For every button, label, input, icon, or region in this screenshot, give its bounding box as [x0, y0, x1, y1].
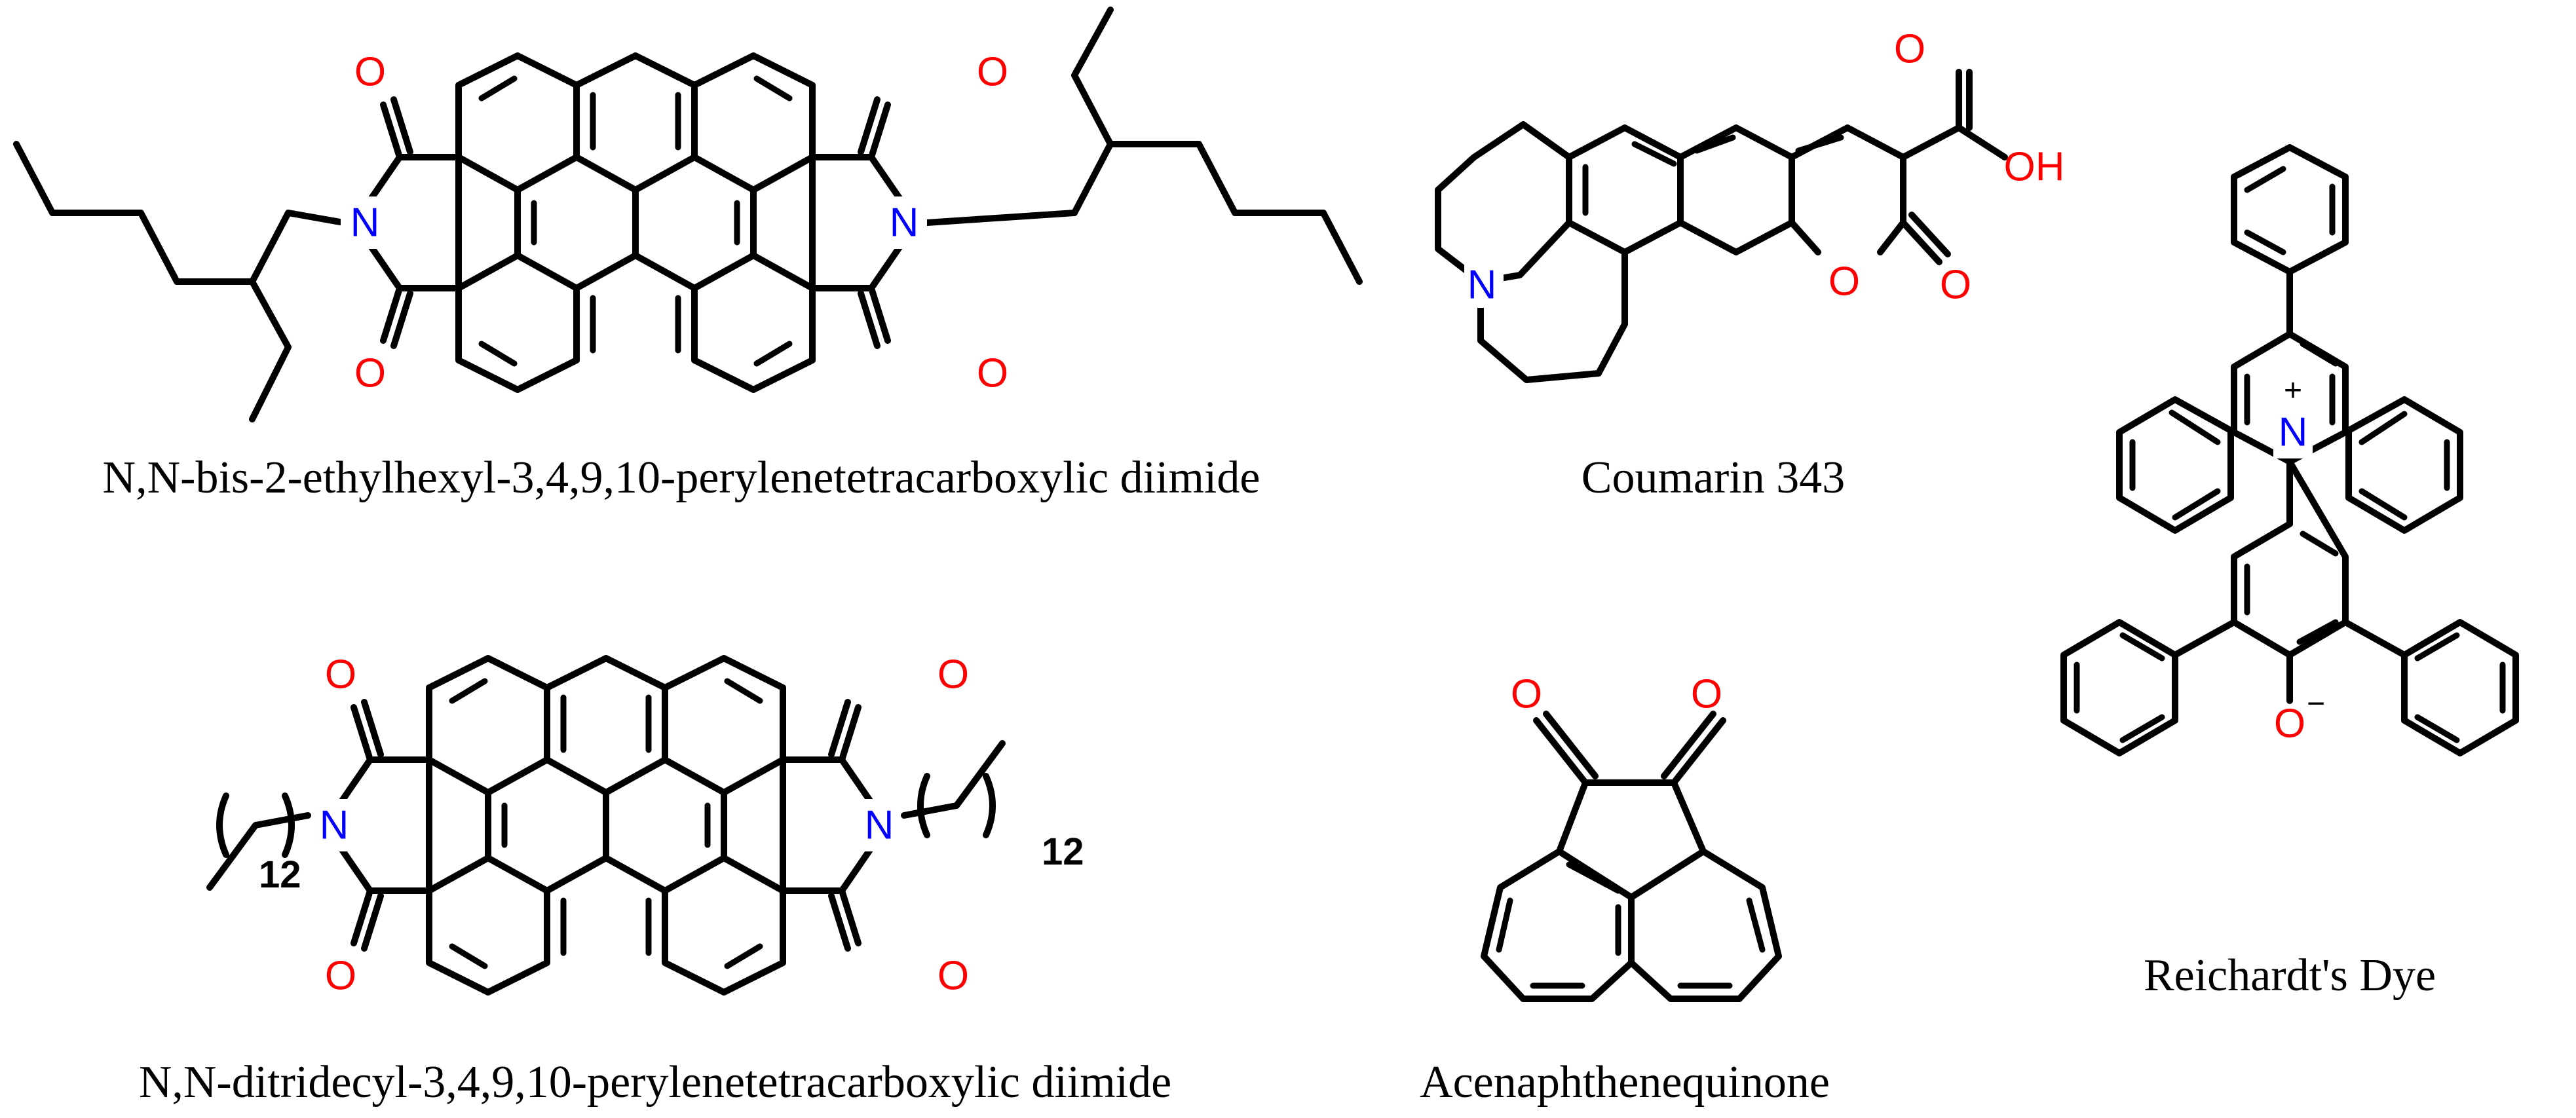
molecule-pdi-ethylhexyl: N N O O O O	[13, 7, 1363, 422]
caption-acenaphthenequinone: Acenaphthenequinone	[1420, 1057, 1830, 1108]
caption-pdi-ethylhexyl: N,N-bis-2-ethylhexyl-3,4,9,10-perylenete…	[103, 453, 1260, 503]
oxygen-atom-label: O	[1511, 672, 1542, 717]
oxygen-atom-label: O	[325, 954, 356, 999]
oxygen-atom-label: O	[938, 954, 969, 999]
oxygen-atom-label: O	[325, 652, 356, 698]
oxygen-atom-label: O	[938, 652, 969, 698]
oxygen-atom-label: O	[2274, 701, 2305, 747]
repeat-count-label: 12	[259, 853, 301, 896]
nitrogen-atom-label: N	[2279, 410, 2308, 455]
oxygen-atom-label: O	[1894, 27, 1925, 72]
nitrogen-atom-label: N	[350, 200, 380, 246]
repeat-count-label: 12	[1042, 830, 1084, 873]
oxygen-atom-label: O	[354, 50, 386, 95]
oxygen-atom-label: O	[977, 50, 1008, 95]
molecule-pdi-tridecyl: 12 12 N N O O O O	[206, 652, 1084, 999]
caption-reichardt: Reichardt's Dye	[2144, 950, 2436, 1001]
nitrogen-atom-label: N	[865, 803, 894, 848]
oxygen-atom-label: O	[977, 351, 1008, 396]
oxygen-atom-label: O	[1691, 672, 1722, 717]
hydroxyl-label: OH	[2004, 145, 2065, 190]
nitrogen-atom-label: N	[320, 803, 349, 848]
caption-coumarin: Coumarin 343	[1582, 453, 1845, 503]
oxygen-atom-label: O	[1828, 259, 1860, 305]
nitrogen-atom-label: N	[1468, 263, 1497, 308]
caption-pdi-tridecyl: N,N-ditridecyl-3,4,9,10-perylenetetracar…	[139, 1057, 1171, 1108]
nitrogen-atom-label: N	[890, 200, 919, 246]
molecule-acenaphthenequinone: O O	[1481, 672, 1782, 1002]
negative-charge-label: −	[2307, 686, 2325, 721]
molecule-reichardts-dye: N + O −	[2060, 144, 2519, 756]
oxygen-atom-label: O	[1940, 263, 1971, 308]
molecule-coumarin-343: N O O OH O	[1435, 27, 2065, 383]
positive-charge-label: +	[2284, 373, 2302, 408]
oxygen-atom-label: O	[354, 351, 386, 396]
